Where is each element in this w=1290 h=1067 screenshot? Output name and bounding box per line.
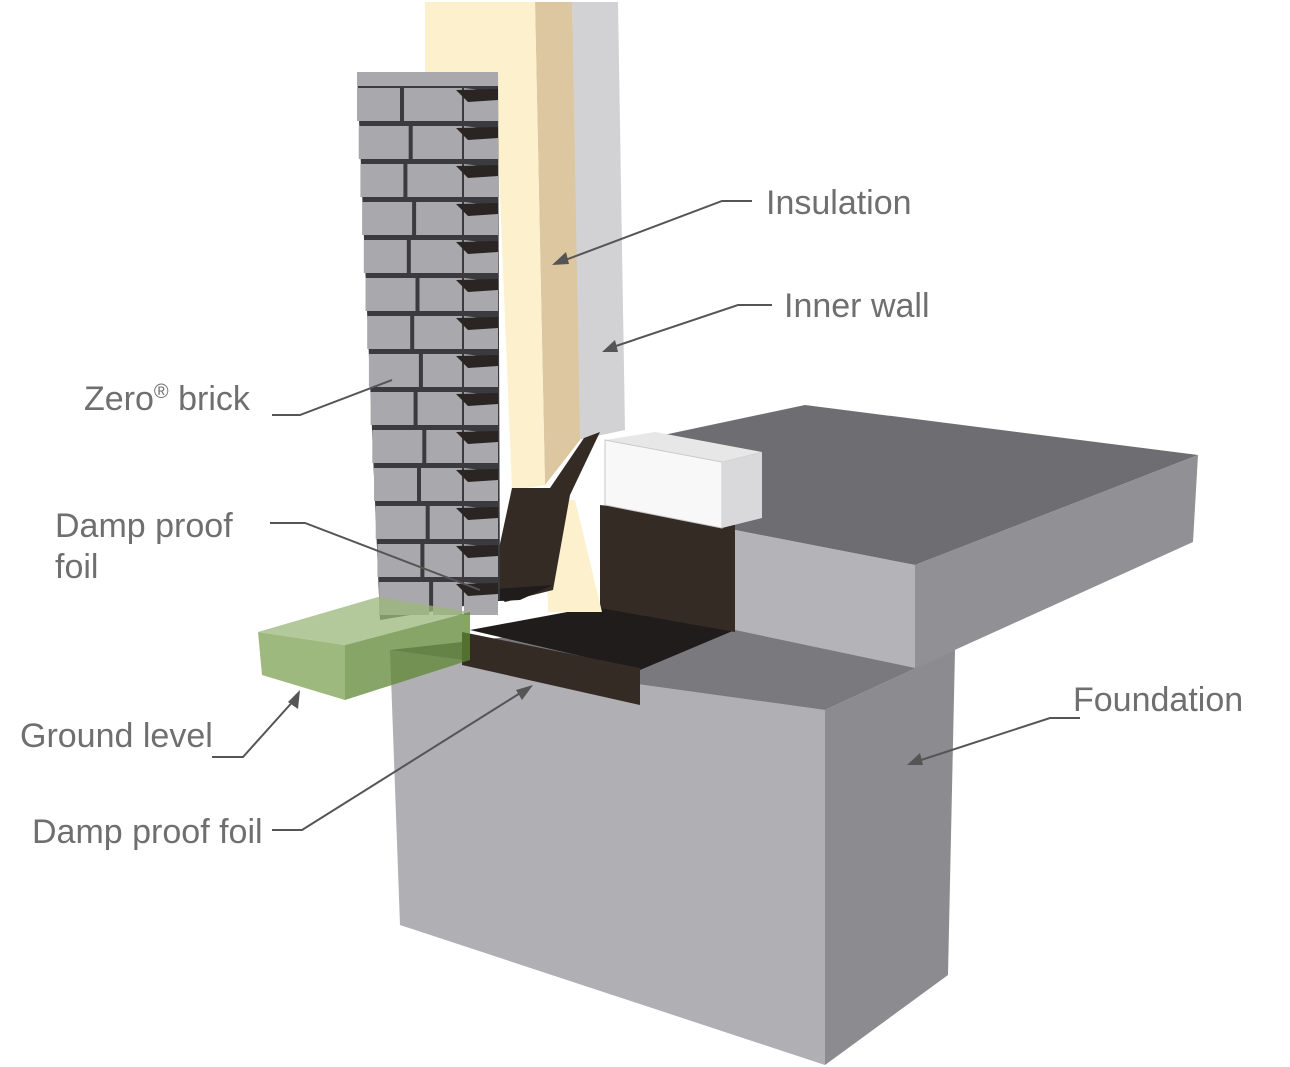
label-zero-brick-mark: ®	[154, 381, 169, 403]
brick	[419, 278, 462, 311]
floor-slab	[640, 405, 1198, 668]
label-damp-proof-foil-lower: Damp proof foil	[32, 685, 533, 851]
label-ground-level-text: Ground level	[20, 717, 213, 755]
inner-wall-face	[572, 2, 625, 440]
ground-level-slab	[258, 597, 470, 700]
leader-inner-wall	[609, 304, 772, 349]
ground-top	[258, 597, 470, 645]
label-inner-wall: Inner wall	[602, 287, 930, 352]
brick-slot	[456, 89, 498, 102]
brick-slot	[456, 241, 498, 254]
foundation-side-face	[825, 650, 955, 1065]
brick	[414, 316, 462, 349]
brick	[367, 316, 411, 349]
label-zero-brick-suffix: brick	[169, 380, 251, 418]
brick-courses	[357, 72, 498, 615]
insulation-side	[535, 2, 580, 485]
brick	[370, 392, 414, 425]
label-foundation-text: Foundation	[1073, 681, 1243, 719]
edge-block	[604, 432, 762, 529]
brick-slot	[456, 431, 498, 444]
brick-cap	[357, 72, 498, 86]
edge-block-top	[605, 432, 762, 462]
lower-damp-proof-foil	[462, 505, 735, 705]
slab-front-face	[735, 530, 915, 668]
slab-side-face	[915, 455, 1198, 668]
brick-slot	[456, 127, 498, 140]
brick	[362, 202, 413, 235]
label-zero-brick-word: Zero	[84, 380, 154, 418]
label-dpf-upper-line1: Damp proof	[55, 507, 233, 545]
insulation-layer	[425, 2, 602, 612]
brick	[375, 506, 426, 539]
label-ground-level: Ground level	[20, 690, 300, 758]
arrow-dpf-lower	[516, 685, 533, 700]
cavity-foil-tray	[490, 432, 600, 602]
brick	[410, 240, 462, 273]
label-dpf-upper-line2: foil	[55, 548, 98, 586]
label-foundation: Foundation	[907, 681, 1243, 765]
label-inner-wall-text: Inner wall	[784, 287, 930, 325]
leader-dpf-upper	[270, 522, 481, 591]
brick	[416, 202, 462, 235]
brick-slot	[456, 355, 498, 368]
label-zero-brick-text: Zero® brick	[84, 380, 251, 418]
leader-foundation	[914, 717, 1080, 763]
leader-dpf-lower	[272, 689, 526, 831]
arrow-ground-level	[288, 690, 300, 709]
leader-insulation	[559, 200, 752, 263]
leader-ground-level	[212, 697, 297, 758]
zero-brick-wall	[357, 72, 500, 620]
edge-block-side	[722, 452, 762, 528]
brick	[372, 430, 423, 463]
brick	[429, 506, 462, 539]
brick	[377, 544, 421, 577]
brick-slot	[456, 317, 498, 330]
brick	[417, 392, 462, 425]
ground-front	[258, 632, 345, 700]
inner-wall	[572, 2, 625, 440]
brick	[407, 164, 462, 197]
brick	[365, 278, 416, 311]
brick	[360, 164, 404, 197]
brick	[368, 354, 419, 387]
brick	[357, 88, 400, 121]
brick	[424, 544, 462, 577]
brick	[421, 468, 462, 501]
brick	[363, 240, 407, 273]
brick-slot	[456, 545, 498, 558]
ground-side	[345, 612, 470, 700]
brick-slot	[456, 469, 498, 482]
brick	[358, 126, 409, 159]
label-dpf-lower-text: Damp proof foil	[32, 813, 263, 851]
brick-gaps	[456, 89, 498, 596]
brick	[422, 354, 462, 387]
arrow-inner-wall	[602, 340, 618, 352]
brick	[404, 88, 462, 121]
lower-foil-top	[470, 605, 735, 670]
label-insulation-text: Insulation	[766, 184, 912, 222]
slab-top-face	[640, 405, 1198, 565]
brick-slot	[456, 507, 498, 520]
brick-slot	[456, 279, 498, 292]
brick	[374, 468, 417, 501]
brick	[426, 430, 462, 463]
insulation-front	[425, 2, 545, 490]
lower-foil-upturn	[600, 505, 735, 632]
brick-slot	[456, 203, 498, 216]
arrow-insulation	[552, 252, 569, 265]
brick	[412, 126, 462, 159]
label-damp-proof-foil-upper: Damp proof foil	[55, 507, 481, 591]
leader-zero-brick	[272, 379, 393, 416]
foundation-block	[390, 620, 955, 1065]
foundation-front-face	[390, 650, 825, 1065]
lower-foil-front	[462, 632, 640, 705]
brick-slot	[456, 393, 498, 406]
brick-slot	[456, 165, 498, 178]
arrow-foundation	[907, 753, 923, 765]
label-zero-brick: Zero® brick	[84, 379, 393, 418]
label-insulation: Insulation	[552, 184, 912, 265]
